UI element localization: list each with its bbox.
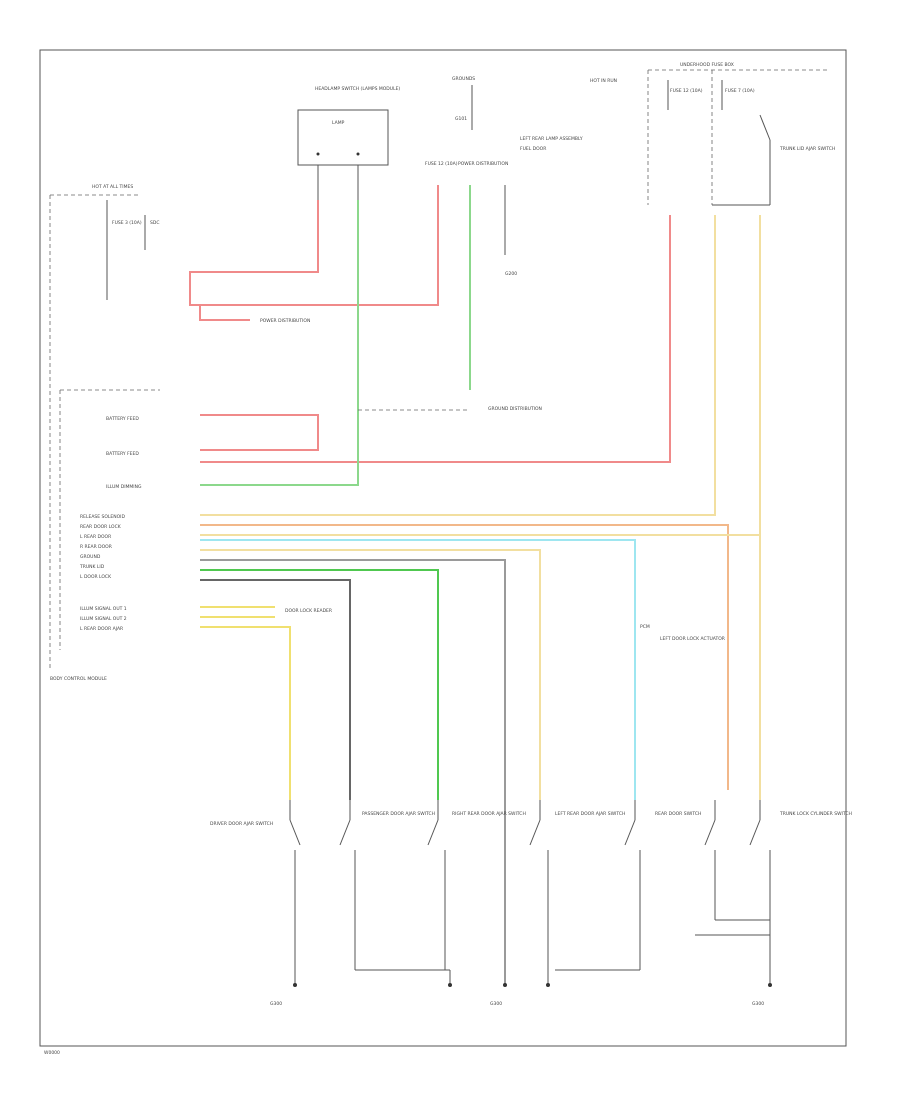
label-hot-at-all-times-left: HOT AT ALL TIMES xyxy=(92,184,133,190)
green-wire-illum xyxy=(200,200,359,486)
bcm-pin-labels: BATTERY FEED BATTERY FEED ILLUM DIMMING … xyxy=(50,416,142,682)
label-fuse-center: FUSE 12 (10A) xyxy=(425,161,458,167)
ground-terminals: G300 G300 G300 xyxy=(270,983,772,1007)
label-driver-door-switch: DRIVER DOOR AJAR SWITCH xyxy=(210,821,273,827)
grounds-group: GROUNDS G101 xyxy=(452,76,475,130)
label-headlamp-switch: HEADLAMP SWITCH (LAMPS MODULE) xyxy=(315,86,400,92)
label-grounds: GROUNDS xyxy=(452,76,475,82)
label-illum-signal-out-2: ILLUM SIGNAL OUT 2 xyxy=(80,616,127,622)
cyan-wire-l-rear-door xyxy=(200,539,636,800)
diagram-frame xyxy=(39,49,847,1047)
label-ground-ref: GROUND DISTRIBUTION xyxy=(488,406,542,412)
label-hot-in-run: HOT IN RUN xyxy=(590,78,617,84)
label-passenger-door-switch: PASSENGER DOOR AJAR SWITCH xyxy=(362,811,435,817)
label-l-door-lock: L DOOR LOCK xyxy=(80,574,112,580)
tan-wire-r-rear-door xyxy=(200,549,541,800)
label-release-solenoid: RELEASE SOLENOID xyxy=(80,514,126,520)
label-door-lock-reader: DOOR LOCK READER xyxy=(285,608,332,614)
label-g300-right: G300 xyxy=(752,1001,764,1007)
label-fuse-left: FUSE 3 (10A) xyxy=(112,220,142,226)
label-rear-door-switch: REAR DOOR SWITCH xyxy=(655,811,701,817)
label-g300-mid: G300 xyxy=(490,1001,502,1007)
label-illum-dimming: ILLUM DIMMING xyxy=(106,484,142,490)
red-wires xyxy=(189,185,671,463)
label-trunk-lid: TRUNK LID xyxy=(79,564,105,570)
label-fuse-right-1: FUSE 12 (10A) xyxy=(670,88,703,94)
label-left-rear-door-switch: LEFT REAR DOOR AJAR SWITCH xyxy=(555,811,625,817)
tan-wire-release xyxy=(200,215,716,516)
black-wire-l-door-lock xyxy=(200,579,351,800)
label-g300-left: G300 xyxy=(270,1001,282,1007)
fuse-box-top-left: HOT AT ALL TIMES FUSE 3 (10A) SDC xyxy=(49,184,159,670)
bottom-switches: DRIVER DOOR AJAR SWITCH PASSENGER DOOR A… xyxy=(210,800,852,985)
label-l-rear-door-ajar: L REAR DOOR AJAR xyxy=(80,626,123,632)
label-r-rear-door: R REAR DOOR xyxy=(80,544,112,550)
gray-wire-ground xyxy=(200,559,506,985)
label-lamp: LAMP xyxy=(332,120,345,126)
green-wire-trunk-lid xyxy=(200,569,439,800)
headlamp-switch-component: HEADLAMP SWITCH (LAMPS MODULE) LAMP xyxy=(297,86,400,200)
label-trunk-lock-cylinder: TRUNK LOCK CYLINDER SWITCH xyxy=(779,811,852,817)
underhood-fuse-box: UNDERHOOD FUSE BOX HOT IN RUN FUSE 12 (1… xyxy=(590,62,835,206)
label-left-door-lock: LEFT DOOR LOCK ACTUATOR xyxy=(660,636,725,642)
orange-wire-rear-door xyxy=(200,524,729,790)
diagram-footer-code: W0000 xyxy=(44,1050,60,1056)
label-underhood-fuse-box: UNDERHOOD FUSE BOX xyxy=(680,62,734,68)
label-power-distribution: POWER DISTRIBUTION xyxy=(458,161,508,167)
label-right-rear-door-switch: RIGHT REAR DOOR AJAR SWITCH xyxy=(452,811,526,817)
label-body-control-module: BODY CONTROL MODULE xyxy=(50,676,107,682)
label-ground: GROUND xyxy=(80,554,101,560)
label-sdc-ref: SDC xyxy=(150,220,159,226)
label-fuel-door: FUEL DOOR xyxy=(520,146,546,152)
label-l-rear-door: L REAR DOOR xyxy=(80,534,111,540)
label-battery-feed-2: BATTERY FEED xyxy=(106,451,139,457)
label-g101: G101 xyxy=(455,116,467,122)
label-pcm-ref: PCM xyxy=(640,624,650,630)
label-fuse-right-2: FUSE 7 (10A) xyxy=(725,88,755,94)
label-trunk-lid-ajar-switch: TRUNK LID AJAR SWITCH xyxy=(779,146,835,152)
label-left-rear-lamp: LEFT REAR LAMP ASSEMBLY xyxy=(520,136,583,142)
label-g200: G200 xyxy=(505,271,517,277)
label-power-distribution-2: POWER DISTRIBUTION xyxy=(260,318,310,324)
label-illum-signal-out-1: ILLUM SIGNAL OUT 1 xyxy=(80,606,127,612)
label-battery-feed-1: BATTERY FEED xyxy=(106,416,139,422)
yellow-wire-l-rear-door-ajar xyxy=(200,626,291,800)
label-rear-door-lock: REAR DOOR LOCK xyxy=(80,524,122,530)
